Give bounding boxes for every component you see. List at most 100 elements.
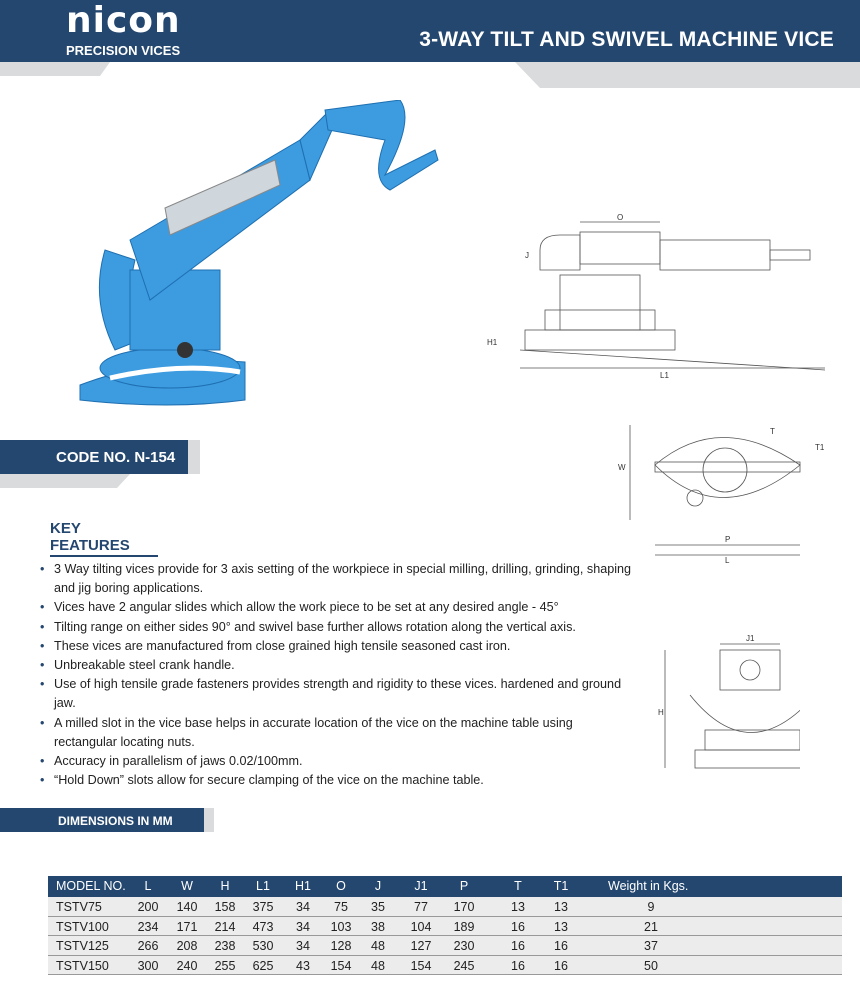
table-cell: 154 [410,958,432,973]
dimensions-title: DIMENSIONS IN MM [0,808,204,832]
table-cell: 127 [410,939,432,953]
header-accent-band [0,62,860,88]
table-cell: 34 [296,900,310,914]
header-bar [0,0,860,62]
table-cell: 473 [252,919,274,934]
table-cell: 37 [644,939,658,953]
table-header-cell: J [374,879,382,893]
table-header-cell: W [181,879,193,893]
table-header-cell: L [144,879,152,893]
table-cell: 104 [410,919,432,934]
table-cell: 200 [137,900,159,914]
table-cell: 13 [554,919,568,934]
table-cell: 240 [176,958,198,973]
feature-item: Tilting range on either sides 90° and sw… [38,618,638,637]
label-w: W [618,463,626,472]
table-header-cell: P [459,879,469,893]
logo: nicon [66,0,181,41]
table-cell: TSTV125 [56,939,109,953]
table-cell: 9 [647,900,655,914]
label-p: P [725,535,730,544]
feature-item: “Hold Down” slots allow for secure clamp… [38,771,638,790]
label-o: O [617,213,623,222]
table-cell: TSTV75 [56,900,102,914]
front-view-drawing: J1 H [658,634,800,769]
table-cell: 16 [511,939,525,953]
label-h1: H1 [487,338,498,347]
table-cell: 234 [137,919,159,934]
table-header-cell: MODEL NO. [56,879,126,893]
code-bar-shadow [188,440,200,474]
table-cell: 77 [414,900,428,914]
table-cell: 13 [511,900,525,914]
label-t: T [770,427,775,436]
table-cell: 38 [371,919,385,934]
table-cell: 238 [214,939,236,953]
table-cell: 16 [554,939,568,953]
logo-subtitle: PRECISION VICES [66,43,181,58]
table-cell: 625 [252,958,274,973]
table-cell: 171 [176,919,198,934]
feature-item: Unbreakable steel crank handle. [38,656,638,675]
feature-item: Vices have 2 angular slides which allow … [38,598,638,617]
table-cell: 208 [176,939,198,953]
table-header-cell: H1 [295,879,311,893]
table-header-cell: H [220,879,230,893]
label-t1: T1 [815,443,825,452]
table-cell: 34 [296,919,310,934]
label-j: J [525,251,529,260]
table-cell: 255 [214,958,236,973]
feature-item: A milled slot in the vice base helps in … [38,714,638,752]
table-cell: 34 [296,939,310,953]
table-header-cell: L1 [256,879,270,893]
table-cell: 128 [330,939,352,953]
table-cell: TSTV100 [56,919,109,934]
table-cell: 214 [214,919,236,934]
table-cell: 50 [644,958,658,973]
label-l: L [725,556,730,565]
page-title: 3-WAY TILT AND SWIVEL MACHINE VICE [419,28,834,51]
table-cell: 21 [644,919,658,934]
table-header-cell: T1 [553,879,569,893]
top-view-drawing: W T T1 P L [618,425,825,565]
feature-item: Use of high tensile grade fasteners prov… [38,675,638,713]
table-cell: 300 [137,958,159,973]
label-j1: J1 [746,634,755,643]
table-cell: 158 [214,900,236,914]
label-h: H [658,708,664,717]
table-cell: 266 [137,939,159,953]
table-cell: 140 [176,900,198,914]
table-cell: 16 [554,958,568,973]
table-cell: 230 [453,939,475,953]
table-cell: 16 [511,958,525,973]
table-cell: 13 [554,900,568,914]
code-bar-underband [0,474,130,488]
dimensions-bar-shadow [204,808,214,832]
feature-item: 3 Way tilting vices provide for 3 axis s… [38,560,638,598]
table-header-cell: T [514,879,522,893]
label-l1: L1 [660,371,669,380]
feature-item: These vices are manufactured from close … [38,637,638,656]
table-cell: 189 [453,919,475,934]
feature-item: Accuracy in parallelism of jaws 0.02/100… [38,752,638,771]
code-number: CODE NO. N-154 [0,440,188,474]
key-features-title: KEY FEATURES [50,520,158,557]
table-cell: 154 [330,958,352,973]
table-cell: 375 [252,900,274,914]
table-cell: 43 [296,958,310,973]
table-cell: 48 [371,958,385,973]
table-header-cell: O [336,879,346,893]
table-cell: 530 [252,939,274,953]
side-view-drawing: O J H1 L1 [487,213,826,380]
table-cell: 245 [453,958,475,973]
table-cell: 16 [511,919,525,934]
vice-product-image [79,100,439,406]
table-cell: TSTV150 [56,958,109,973]
table-header-cell: Weight in Kgs. [608,879,689,893]
key-features-list: 3 Way tilting vices provide for 3 axis s… [38,560,638,791]
table-cell: 170 [453,900,475,914]
